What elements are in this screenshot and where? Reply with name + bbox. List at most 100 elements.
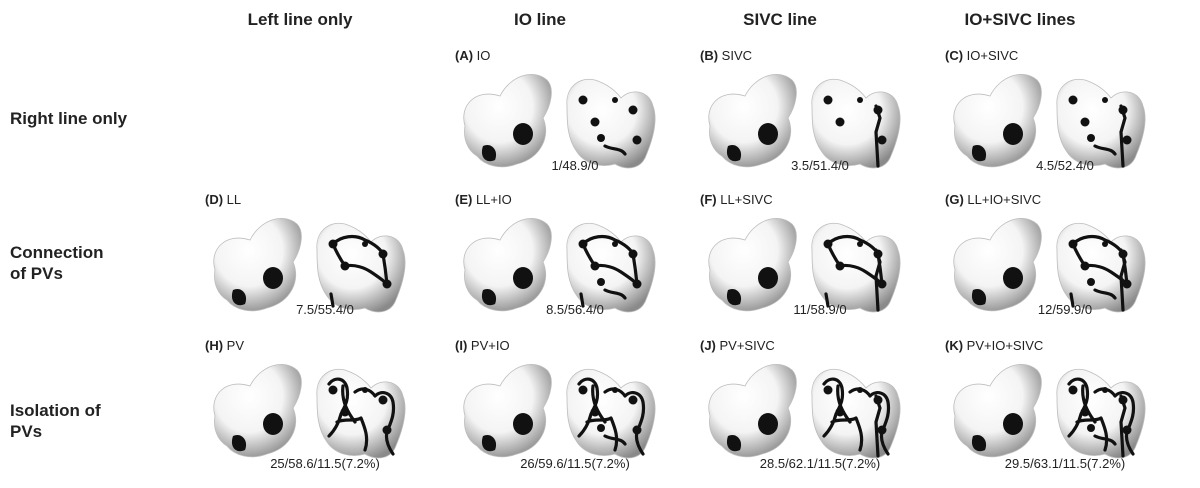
panel-name: LL+IO+SIVC	[963, 192, 1042, 207]
panel-metric: 25/58.6/11.5(7.2%)	[270, 456, 380, 471]
panel-name: LL+SIVC	[716, 192, 773, 207]
atria-render	[708, 363, 901, 459]
atria-render	[953, 363, 1146, 459]
panel-label: (G) LL+IO+SIVC	[945, 192, 1041, 207]
pv-ostium-mark	[877, 135, 887, 145]
pv-ostium-mark	[231, 288, 247, 306]
left-line-segment	[824, 292, 830, 308]
sivc-line	[874, 394, 882, 458]
atrium-view-right	[1056, 78, 1146, 169]
panel-letter: (I)	[455, 338, 468, 353]
atrium-view-right	[811, 222, 901, 313]
panel-letter: (G)	[945, 192, 964, 207]
panel-label: (E) LL+IO	[455, 192, 512, 207]
io-line	[1093, 288, 1117, 300]
panel-a: (A) IO 1/48.9/0	[455, 48, 695, 198]
panel-name: LL	[223, 192, 242, 207]
pv-ostium-mark	[578, 95, 588, 105]
pv-isolation-line	[1067, 377, 1136, 456]
atria-render	[953, 73, 1146, 169]
atrium-view-left	[708, 73, 797, 168]
panel-letter: (B)	[700, 48, 719, 63]
atria-render	[953, 217, 1146, 313]
pv-ostium-mark	[1102, 241, 1108, 247]
pv-isolation-line	[822, 377, 891, 456]
panel-letter: (E)	[455, 192, 473, 207]
panel-letter: (K)	[945, 338, 964, 353]
pv-ostium-mark	[231, 434, 247, 452]
pv-ostium-mark	[758, 123, 778, 145]
pv-ostium-mark	[590, 117, 600, 127]
panel-metric: 3.5/51.4/0	[791, 158, 849, 173]
atrium-view-right	[1056, 368, 1146, 459]
panel-name: PV+SIVC	[715, 338, 775, 353]
io-line	[603, 288, 627, 300]
pv-ostium-mark	[971, 434, 987, 452]
row-header-connection-pvs: Connection of PVs	[10, 243, 104, 283]
left-line	[581, 234, 639, 286]
column-header-sivc-line: SIVC line	[743, 10, 817, 29]
panel-metric: 1/48.9/0	[551, 158, 599, 173]
pv-ostium-mark	[971, 144, 987, 162]
pv-ostium-mark	[1003, 123, 1023, 145]
pv-ostium-mark	[632, 135, 642, 145]
panel-letter: (J)	[700, 338, 716, 353]
atria-render	[213, 363, 406, 459]
pv-ostium-mark	[857, 97, 863, 103]
panel-metric: 4.5/52.4/0	[1036, 158, 1094, 173]
panel-i: (I) PV+IO 26/59.6/11.5(7.2%)	[455, 338, 695, 488]
atrium-view-right	[566, 368, 656, 459]
panel-metric: 26/59.6/11.5(7.2%)	[520, 456, 630, 471]
panel-label: (K) PV+IO+SIVC	[945, 338, 1043, 353]
atrium-view-right	[1056, 222, 1146, 313]
panel-name: PV+IO	[467, 338, 510, 353]
panel-metric: 8.5/56.4/0	[546, 302, 604, 317]
io-line-mark	[1087, 424, 1095, 432]
panel-metric: 11/58.9/0	[793, 302, 847, 317]
atrium-view-right	[811, 78, 901, 169]
pv-ostium-mark	[328, 385, 338, 395]
io-line-mark	[1087, 134, 1095, 142]
pv-ostium-mark	[758, 267, 778, 289]
pv-ostium-mark	[1068, 95, 1078, 105]
pv-ostium-mark	[726, 288, 742, 306]
io-line	[1093, 144, 1117, 156]
left-line-segment	[1069, 292, 1075, 308]
atria-render	[463, 73, 656, 169]
panel-letter: (A)	[455, 48, 474, 63]
pv-ostium-mark	[823, 385, 833, 395]
panel-name: SIVC	[718, 48, 753, 63]
pv-ostium-mark	[758, 413, 778, 435]
panel-label: (C) IO+SIVC	[945, 48, 1018, 63]
pv-ostium-mark	[513, 413, 533, 435]
pv-ostium-mark	[1102, 97, 1108, 103]
panel-letter: (H)	[205, 338, 224, 353]
atrium-view-left	[953, 217, 1042, 312]
panel-e: (E) LL+IO 8.5/56.4/0	[455, 192, 695, 342]
pv-ostium-mark	[1003, 413, 1023, 435]
left-line-segment	[579, 292, 585, 308]
column-header-io-line: IO line	[514, 10, 566, 29]
panel-label: (B) SIVC	[700, 48, 752, 63]
panel-label: (D) LL	[205, 192, 241, 207]
atrium-view-right	[811, 368, 901, 459]
atria-render	[708, 73, 901, 169]
io-line-mark	[597, 278, 605, 286]
atrium-view-left	[708, 363, 797, 458]
io-line-mark	[1087, 278, 1095, 286]
column-header-io-sivc-lines: IO+SIVC lines	[964, 10, 1076, 29]
atria-render	[463, 363, 656, 459]
atrium-view-left	[463, 73, 552, 168]
pv-ostium-mark	[362, 241, 368, 247]
panel-label: (A) IO	[455, 48, 490, 63]
panel-label: (H) PV	[205, 338, 244, 353]
pv-ostium-mark	[612, 241, 618, 247]
pv-ostium-mark	[1122, 135, 1132, 145]
atria-render	[708, 217, 901, 313]
panel-label: (J) PV+SIVC	[700, 338, 775, 353]
atrium-view-left	[463, 363, 552, 458]
